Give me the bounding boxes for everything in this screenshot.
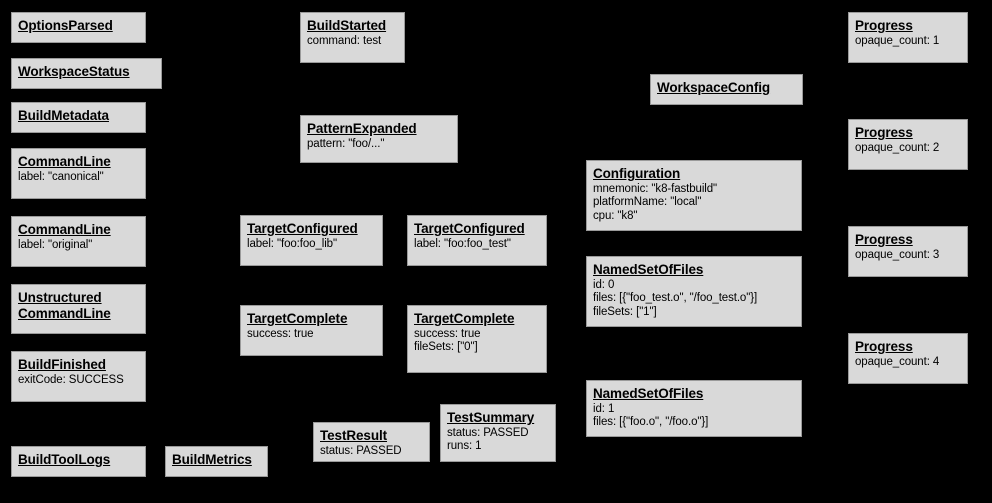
node-property: opaque_count: 4 [855,355,940,368]
node-properties: command: test [307,35,398,49]
node-build-metrics[interactable]: BuildMetrics [165,446,268,477]
node-properties: opaque_count: 1 [855,35,961,49]
node-properties: success: true [247,328,376,342]
node-properties: mnemonic: "k8-fastbuild"platformName: "l… [593,183,795,224]
node-property: success: true [247,327,314,340]
node-properties: label: "foo:foo_test" [414,238,540,252]
node-properties: status: PASSED [320,445,423,459]
node-properties: exitCode: SUCCESS [18,374,139,388]
node-properties: pattern: "foo/..." [307,138,451,152]
node-property: id: 0 [593,278,615,291]
node-properties: opaque_count: 2 [855,142,961,156]
node-title: TargetConfigured [414,221,525,236]
node-title: WorkspaceStatus [18,64,130,79]
node-unstructured-command-line[interactable]: Unstructured CommandLine [11,284,146,334]
node-title: CommandLine [18,154,111,169]
node-title: Progress [855,339,913,354]
node-title: NamedSetOfFiles [593,262,704,277]
node-property: exitCode: SUCCESS [18,373,124,386]
node-property: label: "canonical" [18,170,104,183]
node-title: BuildMetrics [172,452,252,467]
node-title: Progress [855,232,913,247]
node-title: BuildMetadata [18,108,109,123]
node-title: BuildStarted [307,18,387,33]
node-build-tool-logs[interactable]: BuildToolLogs [11,446,146,477]
node-properties: opaque_count: 4 [855,356,961,370]
node-property: command: test [307,34,382,47]
node-property: label: "foo:foo_lib" [247,237,337,250]
node-property: label: "foo:foo_test" [414,237,511,250]
node-title: Configuration [593,166,681,181]
node-title: NamedSetOfFiles [593,386,704,401]
node-properties: label: "original" [18,239,139,253]
node-property: id: 1 [593,402,615,415]
node-property: files: [{"foo_test.o", "/foo_test.o"}] [593,292,758,305]
node-title: TargetComplete [247,311,348,326]
node-title: TargetComplete [414,311,515,326]
node-title: PatternExpanded [307,121,417,136]
node-property: opaque_count: 3 [855,248,940,261]
node-property: runs: 1 [447,440,482,453]
node-title: Progress [855,125,913,140]
node-title: Unstructured CommandLine [18,290,111,321]
node-property: pattern: "foo/..." [307,137,385,150]
node-title: TargetConfigured [247,221,358,236]
node-property: status: PASSED [447,426,529,439]
node-property: fileSets: ["0"] [414,341,478,354]
node-property: label: "original" [18,238,93,251]
node-property: cpu: "k8" [593,210,638,223]
node-property: opaque_count: 1 [855,34,940,47]
node-options-parsed[interactable]: OptionsParsed [11,12,146,43]
node-property: mnemonic: "k8-fastbuild" [593,182,718,195]
node-properties: label: "foo:foo_lib" [247,238,376,252]
node-properties: label: "canonical" [18,171,139,185]
node-property: platformName: "local" [593,196,702,209]
node-title: BuildToolLogs [18,452,111,467]
node-property: files: [{"foo.o", "/foo.o"}] [593,416,709,429]
node-title: CommandLine [18,222,111,237]
node-title: TestResult [320,428,388,443]
node-workspace-config[interactable]: WorkspaceConfig [650,74,803,105]
node-property: opaque_count: 2 [855,141,940,154]
node-title: BuildFinished [18,357,106,372]
node-title: TestSummary [447,410,535,425]
node-title: WorkspaceConfig [657,80,771,95]
node-property: success: true [414,327,481,340]
node-build-metadata[interactable]: BuildMetadata [11,102,146,133]
node-properties: opaque_count: 3 [855,249,961,263]
node-title: OptionsParsed [18,18,113,33]
node-property: status: PASSED [320,444,402,457]
node-title: Progress [855,18,913,33]
node-workspace-status[interactable]: WorkspaceStatus [11,58,162,89]
node-property: fileSets: ["1"] [593,306,657,319]
